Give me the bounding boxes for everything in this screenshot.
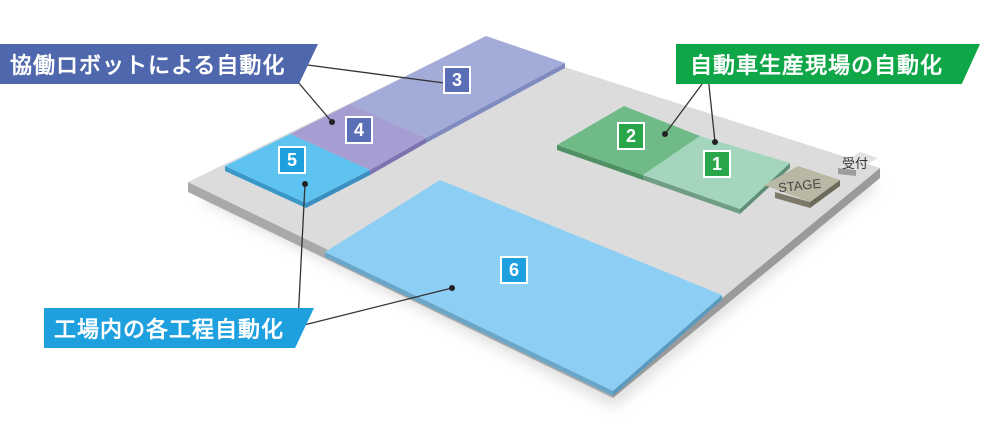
zone-6-side-left xyxy=(325,252,613,396)
zone-number-5[interactable]: 5 xyxy=(278,146,306,174)
zone-3-side xyxy=(426,63,565,143)
automotive-banner-text: 自動車生産現場の自動化 xyxy=(690,54,944,79)
collab-robot-banner: 協働ロボットによる自動化 xyxy=(0,44,318,84)
stage-area[interactable] xyxy=(764,166,840,202)
zone-5-side-right xyxy=(306,170,370,208)
zone-1-side-left xyxy=(643,175,740,214)
zone-5-side-left xyxy=(225,166,306,208)
automotive-banner: 自動車生産現場の自動化 xyxy=(676,44,980,84)
zone-number-3[interactable]: 3 xyxy=(443,66,471,94)
reception-side xyxy=(838,168,856,176)
zone-number-1[interactable]: 1 xyxy=(703,150,731,178)
zone-6-area[interactable] xyxy=(325,180,722,391)
zone-number-4[interactable]: 4 xyxy=(345,116,373,144)
zone-1-side-right xyxy=(740,163,790,214)
zone-2-side xyxy=(557,145,643,180)
zone-6-side-right xyxy=(613,295,722,396)
factory-process-banner: 工場内の各工程自動化 xyxy=(44,308,314,348)
zone-number-2[interactable]: 2 xyxy=(617,122,645,150)
reception-area[interactable] xyxy=(838,152,878,170)
collab-robot-banner-text: 協働ロボットによる自動化 xyxy=(10,54,286,79)
stage-side xyxy=(775,192,810,208)
zone-4-side xyxy=(370,138,426,175)
zone-number-6[interactable]: 6 xyxy=(500,256,528,284)
stage-side-right xyxy=(810,180,840,208)
floor-side-right xyxy=(613,168,880,398)
factory-process-banner-text: 工場内の各工程自動化 xyxy=(54,318,285,343)
reception-label: 受付 xyxy=(842,157,869,172)
